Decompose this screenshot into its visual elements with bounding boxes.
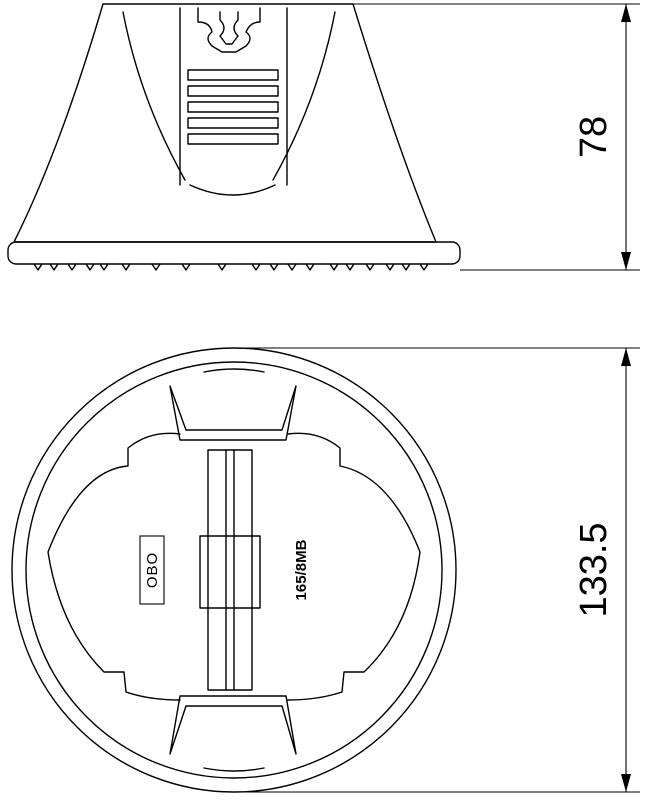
top-view — [11, 347, 457, 793]
product-marking: 165/8MB — [293, 539, 310, 600]
side-view — [7, 3, 461, 271]
top-view-inner-lobes — [47, 432, 421, 701]
logo: OBO — [139, 535, 165, 605]
side-view-base-plate — [7, 241, 461, 265]
side-view-clip-inner — [219, 11, 239, 45]
side-view-outline — [13, 3, 437, 243]
side-view-inner-curve-left — [122, 11, 186, 181]
side-view-inner-curve-right — [272, 11, 336, 181]
height-dimension-label: 78 — [573, 116, 615, 158]
top-view-rim-arc-bottom — [203, 767, 265, 772]
top-view-top-notch — [169, 385, 297, 441]
diameter-dimension-label: 133.5 — [573, 522, 615, 617]
side-view-ribs — [187, 69, 279, 145]
side-view-lower-arc — [189, 184, 276, 196]
top-view-rim-arc-top — [203, 368, 265, 373]
side-view-teeth — [33, 263, 429, 271]
top-view-bottom-notch — [169, 695, 297, 755]
dimension-lines — [234, 3, 640, 793]
side-view-clip — [197, 7, 261, 53]
top-view-inner-circle — [25, 361, 443, 779]
side-view-slot — [179, 7, 288, 186]
svg-text:OBO: OBO — [144, 552, 161, 588]
top-view-bridge — [199, 449, 261, 691]
